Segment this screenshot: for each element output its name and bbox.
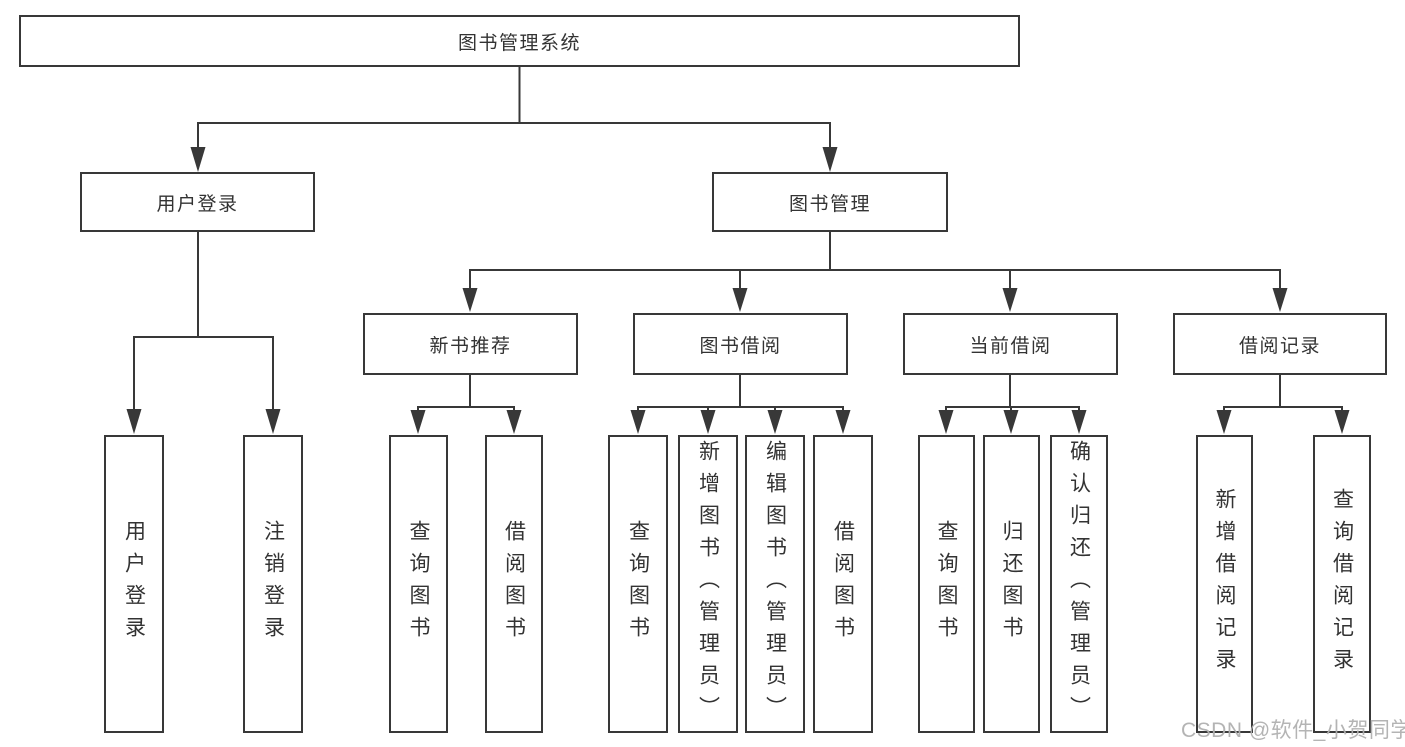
leaf-query-books-recommend: 查询图书 xyxy=(389,435,448,733)
connector-root-to-level2 xyxy=(197,67,831,149)
node-user-login: 用户登录 xyxy=(80,172,315,232)
leaf-return-books: 归还图书 xyxy=(983,435,1040,733)
node-current-borrowing: 当前借阅 xyxy=(903,313,1118,375)
leaf-add-borrow-record-label: 新增借阅记录 xyxy=(1213,488,1236,680)
leaf-query-books-recommend-label: 查询图书 xyxy=(407,520,430,648)
leaf-query-books-borrowing-label: 查询图书 xyxy=(626,520,650,648)
node-current-borrowing-label: 当前借阅 xyxy=(969,335,1052,357)
node-borrowing-records-label: 借阅记录 xyxy=(1238,335,1321,357)
connector-current-borrowing-to-leaves xyxy=(945,375,1080,412)
leaf-query-books-current: 查询图书 xyxy=(918,435,975,733)
node-book-management-label: 图书管理 xyxy=(788,193,871,215)
arrowheads xyxy=(126,147,1350,434)
csdn-watermark: CSDN @软件_小贺同学 xyxy=(1181,719,1405,742)
leaf-confirm-return-admin: 确认归还（管理员） xyxy=(1050,435,1108,733)
node-new-book-recommend-label: 新书推荐 xyxy=(429,335,512,357)
leaf-edit-books-admin-label: 编辑图书（管理员） xyxy=(763,440,787,728)
connector-book-management-to-level3 xyxy=(469,232,1281,290)
node-book-management: 图书管理 xyxy=(712,172,948,232)
node-new-book-recommend: 新书推荐 xyxy=(363,313,578,375)
leaf-return-books-label: 归还图书 xyxy=(1000,520,1023,648)
node-book-borrowing: 图书借阅 xyxy=(633,313,848,375)
leaf-borrow-books-recommend-label: 借阅图书 xyxy=(502,520,526,648)
leaf-add-books-admin: 新增图书（管理员） xyxy=(678,435,738,733)
leaf-logout-label: 注销登录 xyxy=(261,520,285,648)
leaf-add-borrow-record: 新增借阅记录 xyxy=(1196,435,1253,733)
node-borrowing-records: 借阅记录 xyxy=(1173,313,1387,375)
leaf-borrow-books-label: 借阅图书 xyxy=(831,520,855,648)
leaf-confirm-return-admin-label: 确认归还（管理员） xyxy=(1067,440,1091,728)
leaf-query-borrow-record-label: 查询借阅记录 xyxy=(1330,488,1354,680)
leaf-query-books-borrowing: 查询图书 xyxy=(608,435,668,733)
node-book-borrowing-label: 图书借阅 xyxy=(699,335,782,357)
leaf-borrow-books-recommend: 借阅图书 xyxy=(485,435,543,733)
leaf-query-borrow-record: 查询借阅记录 xyxy=(1313,435,1371,733)
leaf-query-books-current-label: 查询图书 xyxy=(935,520,958,648)
leaf-user-login-label: 用户登录 xyxy=(122,520,146,648)
connector-user-login-to-leaves xyxy=(133,232,274,411)
node-root-label: 图书管理系统 xyxy=(457,32,581,54)
leaf-logout: 注销登录 xyxy=(243,435,303,733)
leaf-add-books-admin-label: 新增图书（管理员） xyxy=(696,440,720,728)
leaf-user-login: 用户登录 xyxy=(104,435,164,733)
connector-new-book-to-leaves xyxy=(417,375,515,412)
leaf-edit-books-admin: 编辑图书（管理员） xyxy=(745,435,805,733)
leaf-borrow-books: 借阅图书 xyxy=(813,435,873,733)
connector-borrowing-records-to-leaves xyxy=(1223,375,1343,412)
connector-book-borrowing-to-leaves xyxy=(637,375,844,412)
node-user-login-label: 用户登录 xyxy=(156,193,239,215)
node-root-library-system: 图书管理系统 xyxy=(19,15,1020,67)
